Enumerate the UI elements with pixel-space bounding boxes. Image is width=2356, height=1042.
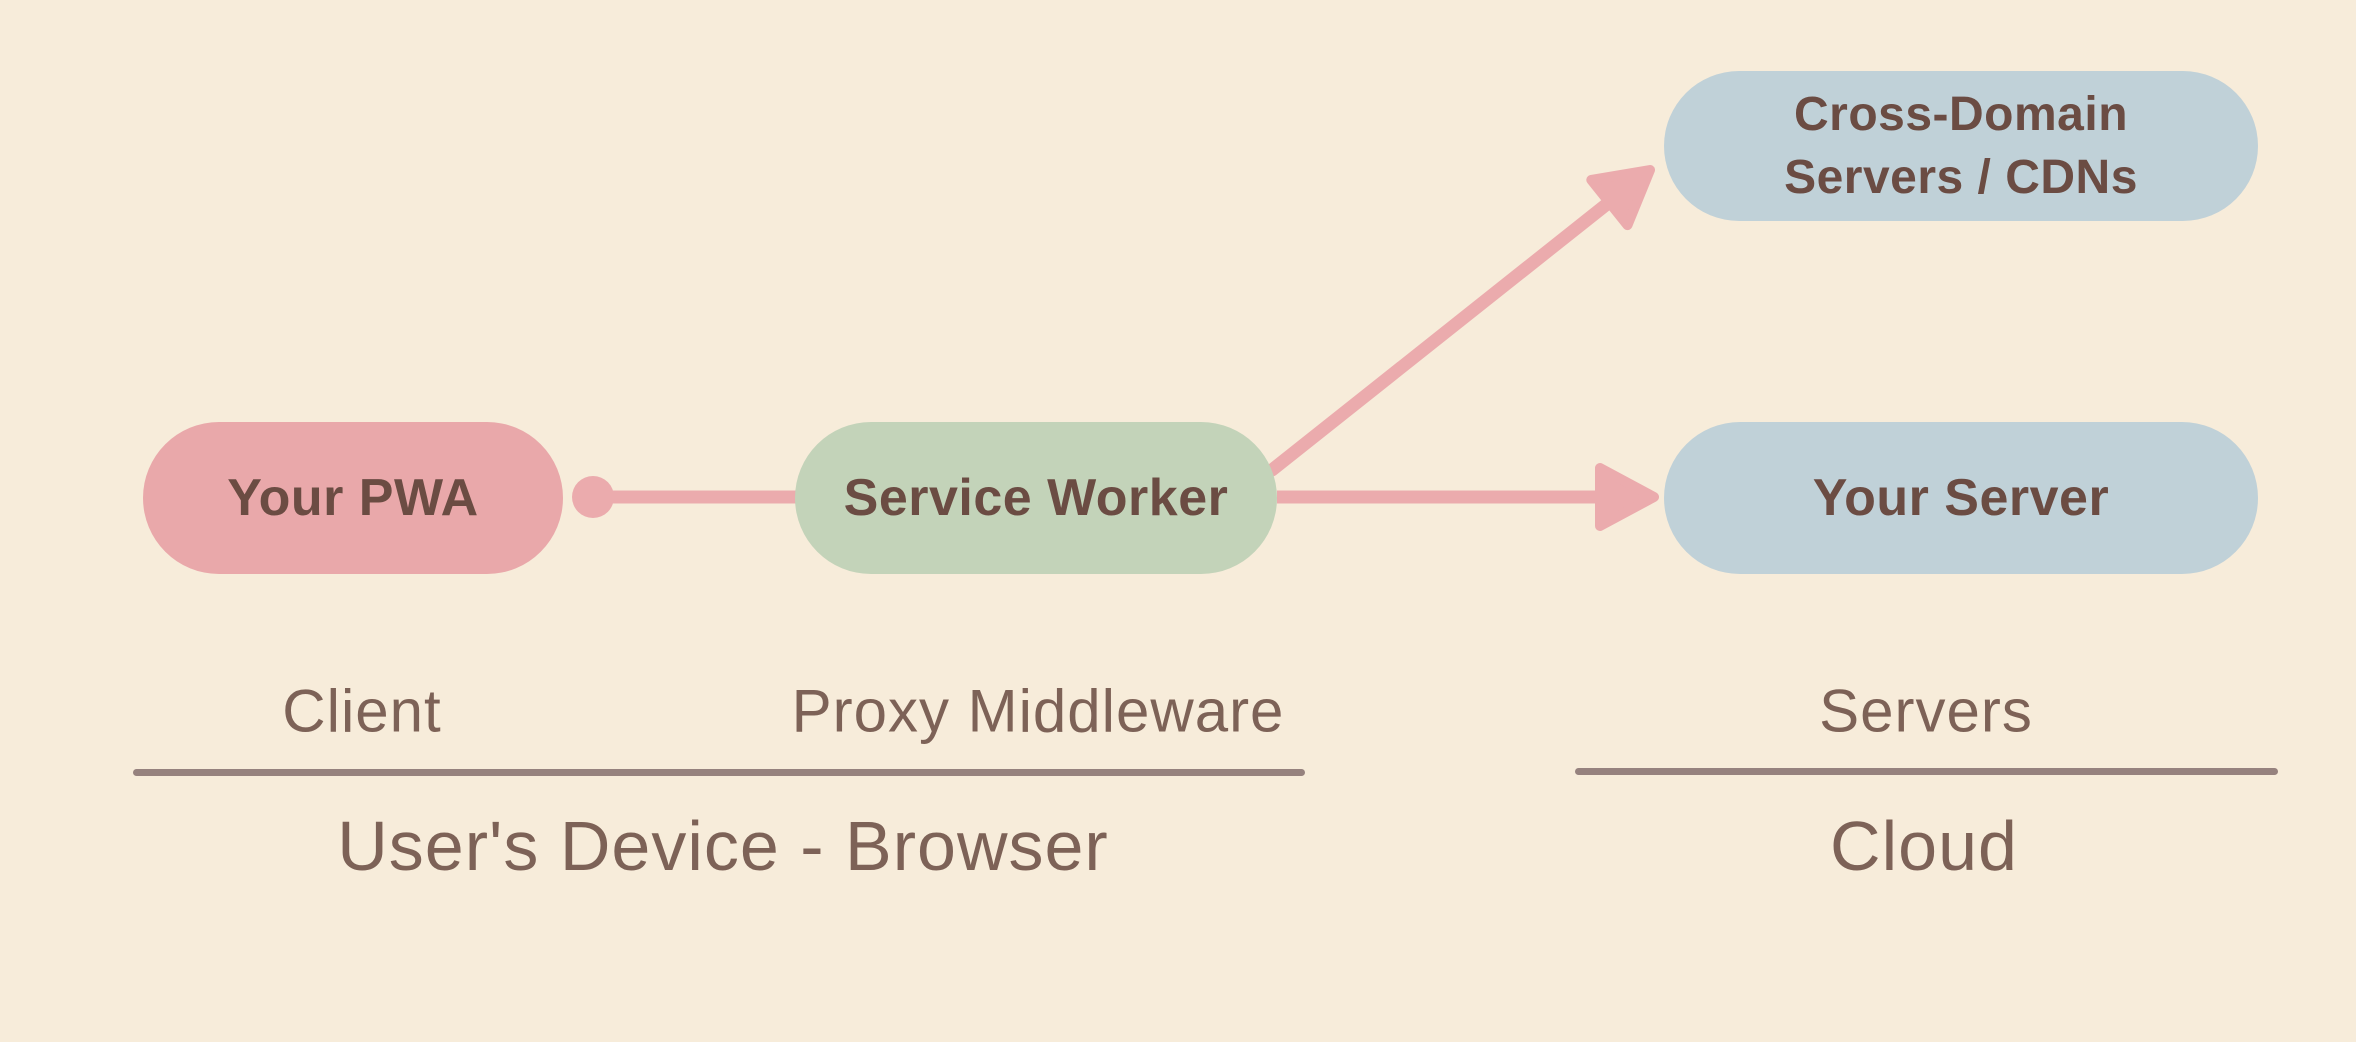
group-label-users-device-browser: User's Device - Browser [337, 807, 1109, 885]
node-your-pwa-label: Your PWA [227, 469, 479, 527]
zone-label-servers: Servers [1819, 677, 2033, 745]
sw-crossdomain-arrow-line [1265, 197, 1614, 477]
cloud-group-divider [1575, 768, 2278, 775]
node-service-worker: Service Worker [795, 422, 1277, 574]
node-cross-domain-label-line2: Servers / CDNs [1784, 151, 2138, 204]
node-your-pwa: Your PWA [143, 422, 563, 574]
node-service-worker-label: Service Worker [843, 469, 1229, 527]
node-your-server-label: Your Server [1812, 469, 2110, 527]
device-group-divider [133, 769, 1305, 776]
zone-label-client: Client [282, 677, 442, 745]
group-label-cloud: Cloud [1830, 807, 2018, 885]
node-cross-domain-servers: Cross-Domain Servers / CDNs [1664, 71, 2258, 221]
node-cross-domain-label-line1: Cross-Domain [1793, 88, 2129, 141]
sw-server-arrowhead-icon [1595, 463, 1659, 531]
zone-label-proxy-middleware: Proxy Middleware [791, 677, 1285, 745]
node-your-server: Your Server [1664, 422, 2258, 574]
sw-crossdomain-arrowhead-icon [1586, 165, 1655, 231]
